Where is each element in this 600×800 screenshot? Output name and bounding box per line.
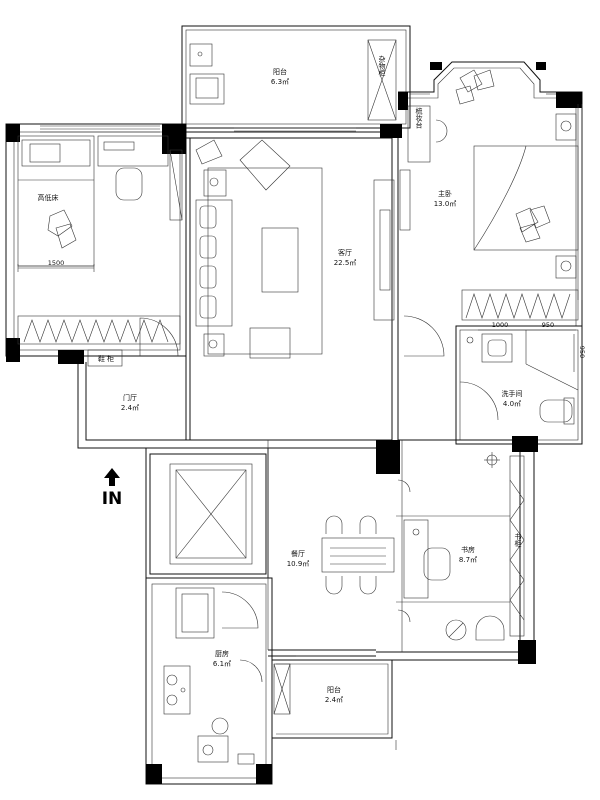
- bunk-bed: [17, 135, 95, 267]
- balcony-top-fixtures: [189, 39, 397, 121]
- bathroom-name: 洗手间: [502, 389, 523, 398]
- balcony-bottom-fixtures: [273, 655, 350, 715]
- study-furniture: [403, 452, 525, 641]
- bathroom-area: 4.0㎡: [503, 400, 521, 408]
- door-master: [403, 315, 445, 357]
- kitchen-fixtures: [163, 587, 263, 765]
- dresser-label: 梳妆台: [415, 107, 423, 130]
- walls: [5, 25, 583, 785]
- study-area: 8.7㎡: [459, 556, 477, 564]
- shoe-cabinet: [87, 349, 123, 367]
- bed-width-dim: 1500: [48, 259, 65, 267]
- master-name: 主卧: [438, 189, 452, 198]
- master-furniture: [399, 69, 579, 321]
- dining-area: 10.9㎡: [287, 560, 310, 568]
- dining-name: 餐厅: [291, 549, 305, 558]
- foyer-area: 2.4㎡: [121, 404, 139, 412]
- bookcase-label: 书柜: [514, 532, 522, 548]
- entrance-label: IN: [102, 489, 123, 509]
- service-core: [169, 463, 253, 565]
- bath-dim-950: 950: [542, 321, 554, 329]
- living-name: 客厅: [338, 248, 352, 257]
- balcony-bottom-area: 2.4㎡: [325, 696, 343, 704]
- study-name: 书房: [461, 545, 475, 554]
- desk-left: [97, 135, 183, 221]
- balcony-top-area: 6.3㎡: [271, 78, 289, 86]
- sundry-cabinet-label: 杂物柜: [378, 56, 386, 78]
- living-furniture: [195, 139, 395, 359]
- bath-dim-950-v: 950: [578, 346, 586, 358]
- kitchen-name: 厨房: [215, 649, 229, 658]
- foyer-name: 门厅: [123, 393, 137, 402]
- balcony-top-name: 阳台: [273, 67, 287, 76]
- bath-dimensions: [478, 329, 576, 372]
- balcony-bottom-name: 阳台: [327, 685, 341, 694]
- bed-dimension: [17, 264, 95, 272]
- bathroom-fixtures: [459, 330, 579, 425]
- door-bedroom-left: [139, 317, 179, 357]
- master-area: 13.0㎡: [434, 200, 457, 208]
- wardrobe-left: [17, 315, 181, 345]
- bunk-bed-label: 高低床: [38, 193, 59, 202]
- dining-furniture: [321, 479, 411, 623]
- windows: [40, 93, 583, 750]
- kitchen-area: 6.1㎡: [213, 660, 231, 668]
- shoe-cabinet-label: 鞋 柜: [98, 354, 114, 363]
- living-area: 22.5㎡: [334, 259, 357, 267]
- bath-dim-1000: 1000: [492, 321, 509, 329]
- columns: [6, 62, 582, 784]
- entrance-arrow-icon: [104, 468, 120, 486]
